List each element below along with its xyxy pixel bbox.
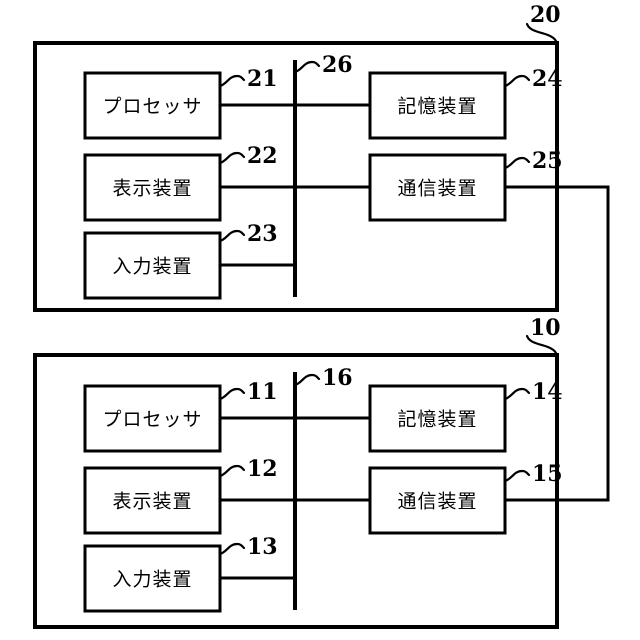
unit-label-storage-device-20: 記憶装置 bbox=[397, 96, 477, 118]
unit-input-device-20: 入力装置 23 bbox=[83, 221, 278, 300]
unit-label-processor-10: プロセッサ bbox=[102, 409, 202, 431]
leader-line-21 bbox=[218, 74, 246, 88]
unit-label-display-device-10: 表示装置 bbox=[112, 491, 192, 513]
leader-line-20 bbox=[525, 22, 559, 45]
unit-box-communication-device-10 bbox=[368, 466, 507, 535]
unit-label-processor-20: プロセッサ bbox=[102, 96, 202, 118]
unit-label-input-device-20: 入力装置 bbox=[112, 256, 192, 278]
leader-line-23 bbox=[218, 229, 246, 243]
leader-line-16 bbox=[293, 373, 321, 387]
ref-number-24: 24 bbox=[532, 66, 563, 92]
external-network-link bbox=[505, 185, 610, 502]
ref-number-13: 13 bbox=[247, 534, 278, 560]
unit-label-communication-device-20: 通信装置 bbox=[397, 178, 477, 200]
ref-number-21: 21 bbox=[247, 66, 278, 92]
ref-number-15: 15 bbox=[532, 461, 563, 487]
leader-line-10 bbox=[525, 334, 559, 357]
ref-number-11: 11 bbox=[247, 379, 278, 405]
leader-line-11 bbox=[218, 387, 246, 401]
unit-box-processor-10 bbox=[83, 384, 222, 453]
unit-box-display-device-20 bbox=[83, 153, 222, 222]
unit-label-communication-device-10: 通信装置 bbox=[397, 491, 477, 513]
unit-communication-device-20: 通信装置 25 bbox=[368, 148, 563, 222]
leader-line-25 bbox=[503, 156, 531, 170]
ref-number-25: 25 bbox=[532, 148, 563, 174]
ref-number-14: 14 bbox=[532, 379, 563, 405]
unit-display-device-10: 表示装置 12 bbox=[83, 456, 278, 535]
system-group-10: 10 16 プロセッサ 11 表示装置 12 bbox=[33, 315, 563, 629]
unit-box-display-device-10 bbox=[83, 466, 222, 535]
unit-box-input-device-10 bbox=[83, 544, 222, 613]
leader-line-24 bbox=[503, 74, 531, 88]
unit-input-device-10: 入力装置 13 bbox=[83, 534, 278, 613]
unit-label-input-device-10: 入力装置 bbox=[112, 569, 192, 591]
leader-line-22 bbox=[218, 151, 246, 165]
unit-storage-device-20: 記憶装置 24 bbox=[368, 66, 563, 140]
unit-box-communication-device-20 bbox=[368, 153, 507, 222]
ref-number-22: 22 bbox=[247, 143, 278, 169]
unit-display-device-20: 表示装置 22 bbox=[83, 143, 278, 222]
ref-number-16: 16 bbox=[322, 365, 353, 391]
leader-line-13 bbox=[218, 542, 246, 556]
unit-processor-10: プロセッサ 11 bbox=[83, 379, 278, 453]
unit-label-storage-device-10: 記憶装置 bbox=[397, 409, 477, 431]
ref-number-20: 20 bbox=[530, 2, 561, 28]
leader-line-14 bbox=[503, 387, 531, 401]
unit-processor-20: プロセッサ 21 bbox=[83, 66, 278, 140]
unit-box-processor-20 bbox=[83, 71, 222, 140]
unit-box-storage-device-10 bbox=[368, 384, 507, 453]
leader-line-26 bbox=[293, 60, 321, 74]
system-group-20: 20 26 プロセッサ 21 表示装置 22 bbox=[33, 2, 563, 312]
ref-number-10: 10 bbox=[530, 315, 561, 341]
unit-communication-device-10: 通信装置 15 bbox=[368, 461, 563, 535]
ref-number-23: 23 bbox=[247, 221, 278, 247]
ref-number-26: 26 bbox=[322, 52, 353, 78]
link-path-communication-devices bbox=[505, 185, 610, 502]
leader-line-15 bbox=[503, 469, 531, 483]
unit-box-input-device-20 bbox=[83, 231, 222, 300]
unit-box-storage-device-20 bbox=[368, 71, 507, 140]
unit-storage-device-10: 記憶装置 14 bbox=[368, 379, 563, 453]
ref-number-12: 12 bbox=[247, 456, 278, 482]
unit-label-display-device-20: 表示装置 bbox=[112, 178, 192, 200]
leader-line-12 bbox=[218, 464, 246, 478]
